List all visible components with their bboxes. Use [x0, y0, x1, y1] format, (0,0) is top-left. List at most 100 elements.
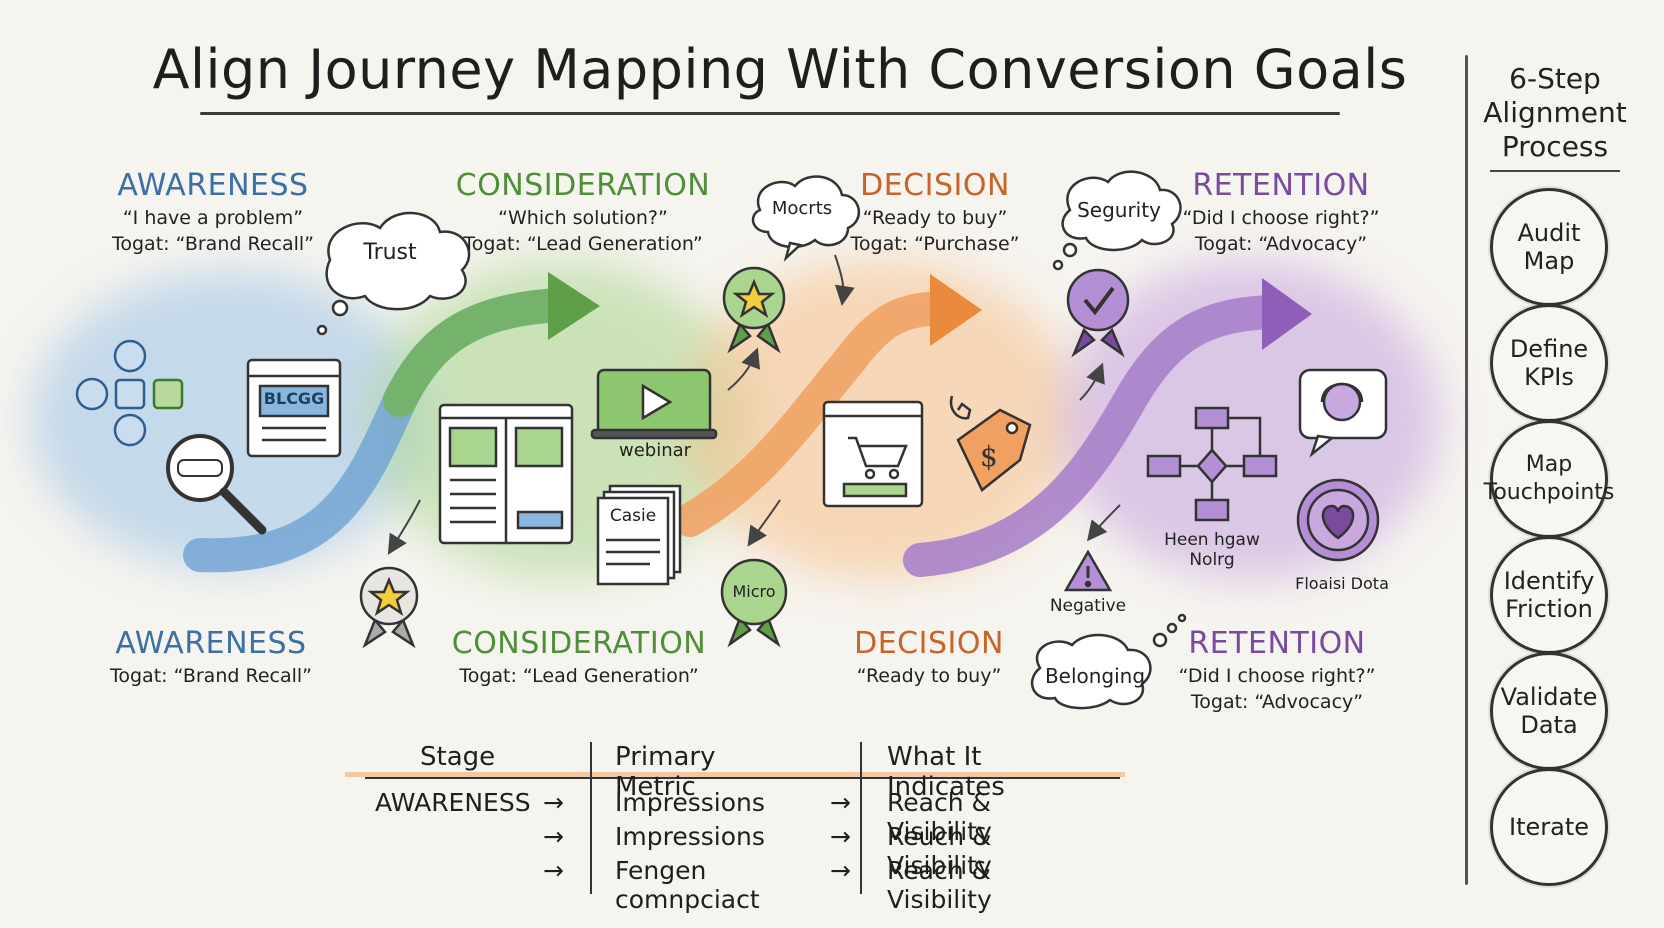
hint-arrow-6 — [834, 254, 855, 306]
stage-line-1: “Did I choose right?” — [1178, 665, 1376, 687]
flowchart-label: Heen hgaw Nolrg — [1164, 530, 1260, 570]
stage-name: CONSIDERATION — [455, 168, 711, 203]
table-header-metric: Primary Metric — [615, 742, 716, 802]
micro-badge — [720, 558, 788, 648]
table-arrow-icon: → — [830, 856, 851, 885]
table-column-separator — [860, 742, 862, 894]
stage-quote: “I have a problem” — [122, 207, 304, 229]
security-label: Segurity — [1077, 198, 1161, 222]
stage-consideration-bottom: CONSIDERATION Togat: “Lead Generation” — [414, 626, 744, 687]
case-study-stack — [596, 484, 682, 586]
content-document-icon — [438, 403, 574, 545]
case-label: Casie — [609, 506, 657, 526]
blog-window-icon — [246, 358, 342, 458]
star-badge-consideration — [722, 266, 786, 354]
flowchart-icon — [1146, 406, 1278, 522]
check-badge — [1066, 268, 1130, 358]
table-arrow-icon: → — [543, 856, 564, 885]
table-row-1-stage: AWARENESS — [375, 788, 531, 817]
consideration-arrowhead — [548, 272, 600, 340]
side-panel-title-rule — [1490, 170, 1620, 172]
side-panel-divider — [1465, 55, 1468, 885]
stage-name: RETENTION — [1188, 626, 1366, 661]
feedback-label: Floaisi Dota — [1295, 574, 1389, 593]
webinar-label: webinar — [618, 440, 692, 461]
table-row-1-metric: Impressions — [615, 788, 765, 817]
stage-name: AWARENESS — [117, 168, 309, 203]
step-iterate: Iterate — [1490, 768, 1608, 886]
step-map-touchpoints: Map Touchpoints — [1484, 420, 1614, 538]
table-arrow-icon: → — [830, 822, 851, 851]
hint-arrow-3 — [747, 499, 781, 547]
stage-line-2: Togat: “Advocacy” — [1190, 691, 1364, 713]
table-row-3-indicates: Reach & Visibility — [887, 856, 992, 914]
stage-line-1: “Ready to buy” — [856, 665, 1002, 687]
table-row-1-indicates: Reach & Visibility — [887, 788, 992, 846]
shopping-cart-window — [822, 400, 924, 508]
decision-arrow — [673, 291, 957, 537]
negative-label: Negative — [1049, 596, 1127, 616]
side-panel-title: 6-Step Alignment Process — [1483, 62, 1627, 163]
security-cloud — [1052, 170, 1182, 271]
stage-decision-top: DECISION “Ready to buy” Togat: “Purchase… — [770, 168, 1100, 255]
belonging-label: Belonging — [1044, 664, 1146, 688]
webinar-screen-icon — [590, 368, 718, 440]
price-tag-icon: $ — [956, 408, 1032, 492]
title-underline — [200, 112, 1340, 115]
retention-arrowhead — [1262, 278, 1312, 350]
hint-arrow-1 — [387, 499, 421, 555]
micro-cloud-label: Mocrts — [771, 198, 833, 219]
trust-cloud — [316, 211, 471, 336]
stage-consideration-top: CONSIDERATION “Which solution?” Togat: “… — [418, 168, 748, 255]
stage-name: RETENTION — [1192, 168, 1370, 203]
retention-arrow — [903, 295, 1287, 577]
support-agent-icon — [1298, 368, 1388, 458]
stage-name: CONSIDERATION — [451, 626, 707, 661]
micro-cloud — [751, 175, 861, 262]
stage-retention-top: RETENTION “Did I choose right?” Togat: “… — [1116, 168, 1446, 255]
stage-line-1: Togat: “Brand Recall” — [109, 665, 312, 687]
stage-awareness-bottom: AWARENESS Togat: “Brand Recall” — [46, 626, 376, 687]
hint-arrow-2 — [727, 347, 761, 391]
stage-quote: “Ready to buy” — [862, 207, 1008, 229]
stage-retention-bottom: RETENTION “Did I choose right?” Togat: “… — [1112, 626, 1442, 713]
table-arrow-icon: → — [543, 822, 564, 851]
trust-label: Trust — [363, 240, 417, 265]
stage-target: Togat: “Advocacy” — [1194, 233, 1368, 255]
page-title: Align Journey Mapping With Conversion Go… — [152, 38, 1408, 101]
stage-quote: “Which solution?” — [498, 207, 668, 229]
consideration-arrow — [383, 288, 577, 417]
micro-badge-label: Micro — [732, 582, 776, 601]
stage-target: Togat: “Brand Recall” — [111, 233, 314, 255]
hint-arrow-5 — [1087, 504, 1121, 542]
stage-decision-bottom: DECISION “Ready to buy” — [764, 626, 1094, 687]
hint-arrow-4 — [1079, 362, 1105, 401]
table-header-indicates: What It Indicates — [887, 742, 1005, 802]
heart-badge — [1296, 478, 1380, 562]
step-identify-friction: Identify Friction — [1490, 536, 1608, 654]
social-icons-cluster — [75, 339, 184, 447]
stage-target: Togat: “Lead Generation” — [463, 233, 703, 255]
star-badge-awareness — [359, 566, 419, 649]
step-audit-map: Audit Map — [1490, 188, 1608, 306]
step-validate-data: Validate Data — [1490, 652, 1608, 770]
stage-name: DECISION — [854, 626, 1004, 661]
table-header-stage: Stage — [420, 742, 496, 772]
stage-name: AWARENESS — [115, 626, 307, 661]
stage-awareness-top: AWARENESS “I have a problem” Togat: “Bra… — [48, 168, 378, 255]
magnifier-icon — [166, 434, 267, 535]
svg-text:$: $ — [980, 440, 998, 473]
step-define-kpis: Define KPIs — [1490, 304, 1608, 422]
stage-target: Togat: “Purchase” — [850, 233, 1020, 255]
table-column-separator — [590, 742, 592, 894]
blog-label: BLCGG — [263, 389, 325, 408]
warning-icon — [1063, 549, 1113, 592]
stage-line-1: Togat: “Lead Generation” — [459, 665, 699, 687]
table-arrow-icon: → — [543, 788, 564, 817]
table-row-3-metric: Fengen comnpciact — [615, 856, 760, 914]
decision-arrowhead — [930, 274, 982, 346]
belonging-cloud — [1030, 613, 1187, 710]
phone-icon — [949, 395, 972, 420]
stage-quote: “Did I choose right?” — [1182, 207, 1380, 229]
